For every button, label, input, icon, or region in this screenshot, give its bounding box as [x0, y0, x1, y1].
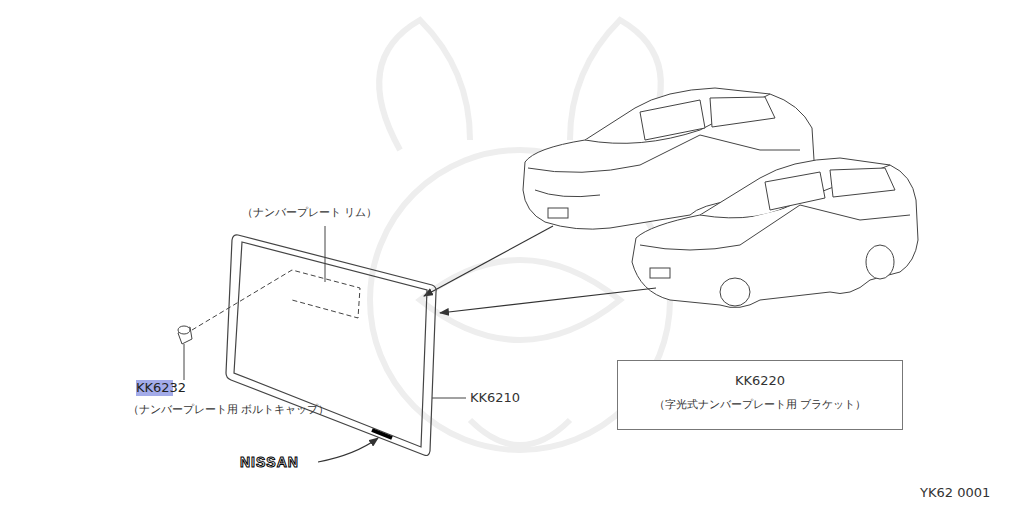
part-label: KK6210	[470, 390, 520, 406]
part-number: KK6220	[618, 373, 902, 388]
part-description: （字光式ナンバープレート用 ブラケット）	[618, 397, 902, 412]
leader-line	[432, 398, 466, 399]
part-label: （ナンバープレート リム）	[242, 206, 378, 219]
part-label: YK62 0001	[920, 485, 990, 501]
brand-emblem: NISSAN	[240, 454, 299, 471]
pointer-arrow	[318, 438, 378, 462]
plate-rim	[226, 235, 436, 456]
leader-line	[325, 226, 326, 282]
pointer-arrow	[424, 226, 553, 296]
leader-line	[184, 344, 185, 380]
note-box: KK6220 （字光式ナンバープレート用 ブラケット）	[617, 360, 903, 430]
bolt-cap	[178, 326, 192, 344]
car-front-view	[632, 158, 918, 308]
mounting-line	[192, 270, 360, 330]
part-label: KK6232	[136, 380, 186, 396]
part-label: （ナンバープレート用 ボルトキャップ）	[128, 403, 330, 416]
emblem-mark	[372, 430, 392, 438]
pointer-arrow	[440, 288, 656, 313]
